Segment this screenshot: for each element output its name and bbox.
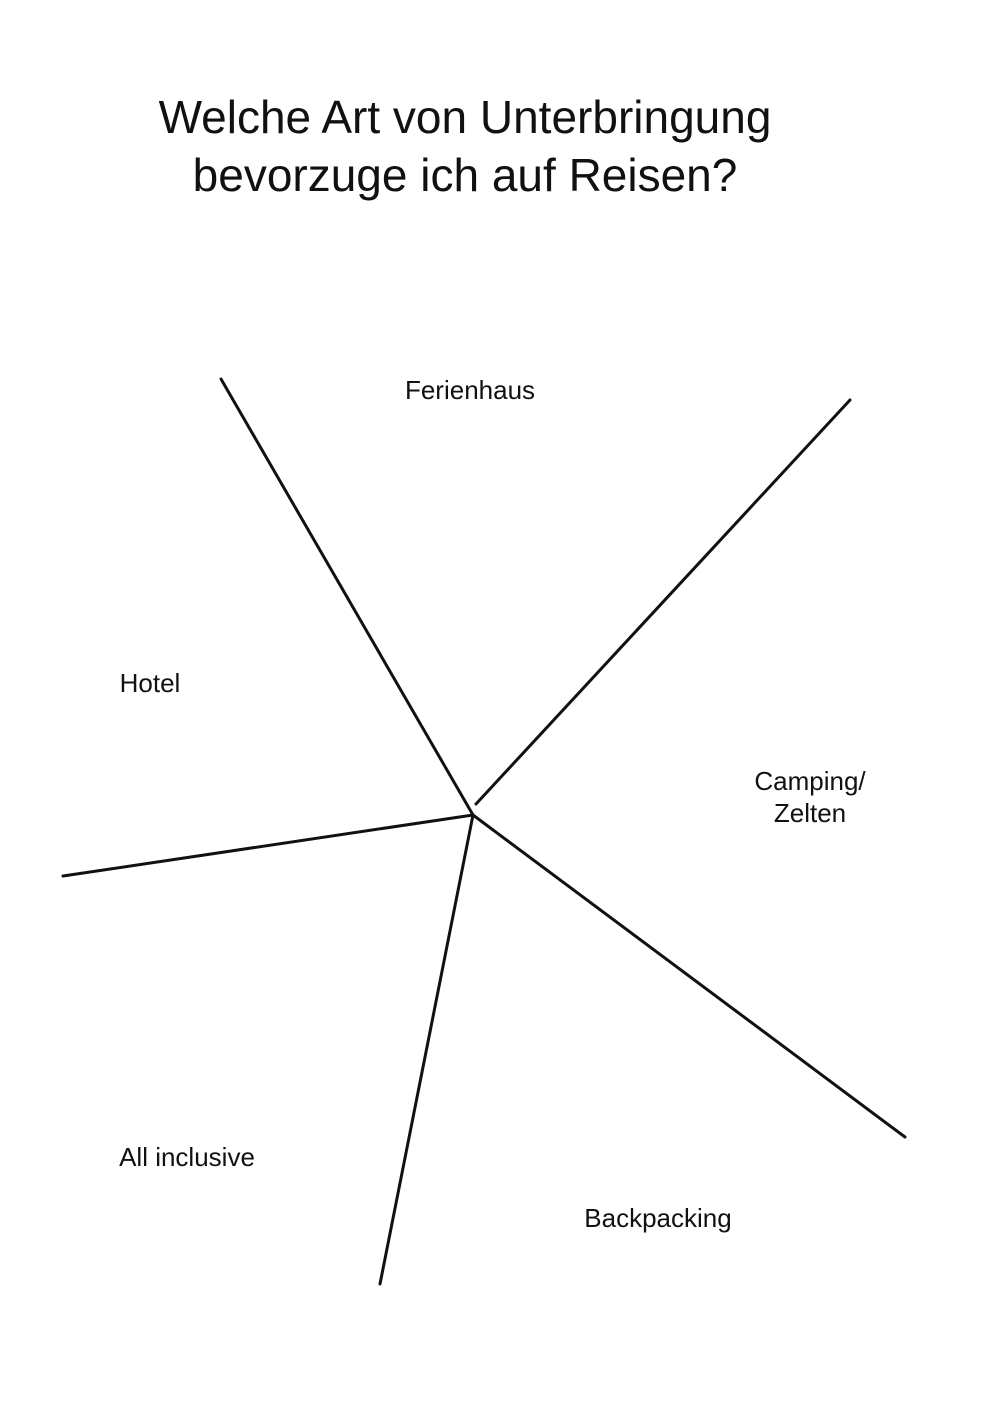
segment-label-backpacking: Backpacking [584,1203,732,1233]
divider-line-bottom-right [471,813,907,1139]
divider-line-top-right [474,398,852,806]
divider-line-bottom [378,813,475,1286]
title-line-2: bevorzuge ich auf Reisen? [192,149,738,201]
divider-line-top-left [219,377,475,817]
title-line-1: Welche Art von Unterbringung [158,91,772,143]
segment-label-camping-line-1: Camping/ [754,766,866,796]
segment-label-camping-line-2: Zelten [773,798,847,828]
segment-label-all-inclusive: All inclusive [119,1142,255,1172]
page-title: Welche Art von Unterbringung bevorzuge i… [0,88,930,204]
segment-label-camping: Camping/ Zelten [730,765,890,829]
segment-label-ferienhaus: Ferienhaus [404,375,536,405]
divider-line-left [61,813,475,878]
segment-label-hotel: Hotel [119,668,181,698]
